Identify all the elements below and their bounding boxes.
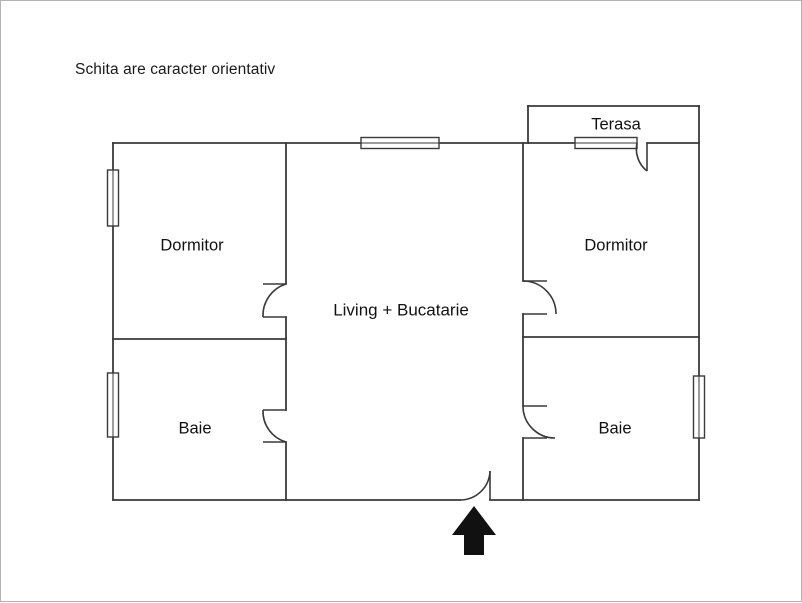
plan-disclaimer-note: Schita are caracter orientativ [75,61,276,78]
door-dormitor-left-arc [262,283,287,318]
room-label-living: Living + Bucatarie [333,300,469,319]
room-label-dormitor-right: Dormitor [584,236,648,254]
doors-group [262,142,648,501]
door-baie-right-arc [522,405,556,439]
room-label-dormitor-left: Dormitor [160,236,224,254]
door-dormitor-right-arc [522,280,557,315]
room-label-baie-left: Baie [178,419,211,437]
entrance-arrow-group [452,506,496,555]
door-entrance-arc [459,470,491,501]
room-label-terasa: Terasa [591,115,641,133]
entrance-arrow-icon [452,506,496,555]
door-baie-left-arc [262,409,287,443]
room-labels-group: Dormitor Baie Living + Bucatarie Dormito… [160,115,648,437]
windows-group [106,136,706,439]
room-label-baie-right: Baie [598,419,631,437]
door-terasa-arc [635,142,648,172]
